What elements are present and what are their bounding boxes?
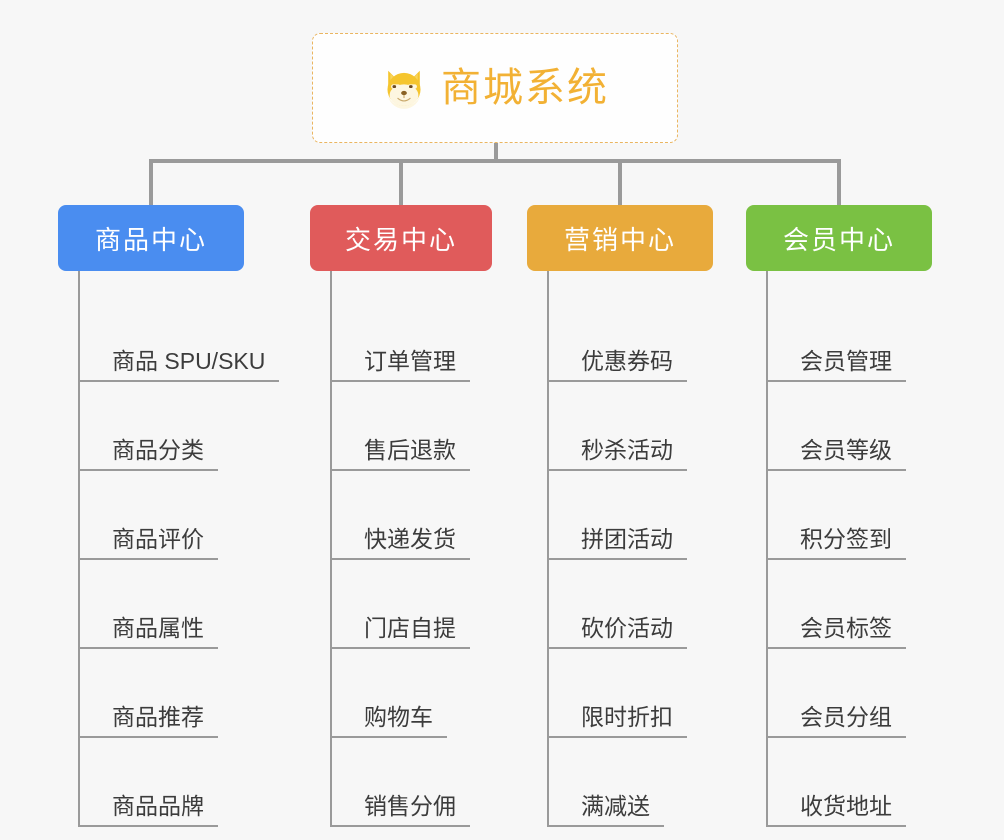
- list-item-label: 商品评价: [112, 525, 204, 552]
- dog-face-icon: [381, 65, 427, 111]
- list-item[interactable]: 商品 SPU/SKU: [80, 293, 280, 382]
- branch-label: 商品中心: [94, 224, 207, 255]
- list-item[interactable]: 快递发货: [332, 471, 492, 560]
- list-item-label: 会员管理: [800, 347, 892, 374]
- list-item[interactable]: 商品评价: [80, 471, 244, 560]
- list-item-label: 商品品牌: [112, 792, 204, 819]
- list-item[interactable]: 限时折扣: [549, 649, 713, 738]
- branch-header-product-center[interactable]: 商品中心: [58, 205, 244, 271]
- list-item-label: 门店自提: [364, 614, 456, 641]
- list-item-label: 商品推荐: [112, 703, 204, 730]
- branch-trade-center: 交易中心 订单管理 售后退款 快递发货 门店自提 购物车 销售分佣: [310, 205, 492, 827]
- list-item[interactable]: 收货地址: [768, 738, 932, 827]
- list-item[interactable]: 商品推荐: [80, 649, 244, 738]
- list-item-label: 订单管理: [364, 347, 456, 374]
- list-item-label: 砍价活动: [581, 614, 673, 641]
- branch-body: 订单管理 售后退款 快递发货 门店自提 购物车 销售分佣: [330, 271, 492, 827]
- branch-body: 会员管理 会员等级 积分签到 会员标签 会员分组 收货地址: [766, 271, 932, 827]
- list-item[interactable]: 商品品牌: [80, 738, 244, 827]
- list-item[interactable]: 砍价活动: [549, 560, 713, 649]
- branch-header-trade-center[interactable]: 交易中心: [310, 205, 492, 271]
- list-item[interactable]: 门店自提: [332, 560, 492, 649]
- connector-drop-4: [837, 159, 841, 205]
- list-item[interactable]: 优惠券码: [549, 293, 713, 382]
- list-item-label: 商品分类: [112, 436, 204, 463]
- list-item-label: 会员分组: [800, 703, 892, 730]
- list-item[interactable]: 积分签到: [768, 471, 932, 560]
- list-item-label: 快递发货: [364, 525, 456, 552]
- list-item[interactable]: 会员标签: [768, 560, 932, 649]
- list-item[interactable]: 满减送: [549, 738, 713, 827]
- list-item-label: 秒杀活动: [581, 436, 673, 463]
- list-item-label: 会员标签: [800, 614, 892, 641]
- list-item-label: 优惠券码: [581, 347, 673, 374]
- branch-body: 商品 SPU/SKU 商品分类 商品评价 商品属性 商品推荐 商品品牌: [78, 271, 280, 827]
- list-item-label: 商品属性: [112, 614, 204, 641]
- list-item[interactable]: 拼团活动: [549, 471, 713, 560]
- branch-body: 优惠券码 秒杀活动 拼团活动 砍价活动 限时折扣 满减送: [547, 271, 713, 827]
- branch-label: 营销中心: [563, 224, 676, 255]
- connector-drop-2: [399, 159, 403, 205]
- connector-drop-3: [618, 159, 622, 205]
- connector-drop-1: [149, 159, 153, 205]
- list-item[interactable]: 会员分组: [768, 649, 932, 738]
- root-node[interactable]: 商城系统: [312, 33, 678, 143]
- list-item[interactable]: 订单管理: [332, 293, 492, 382]
- branch-label: 交易中心: [344, 224, 457, 255]
- branch-member-center: 会员中心 会员管理 会员等级 积分签到 会员标签 会员分组 收货地址: [746, 205, 932, 827]
- list-item[interactable]: 售后退款: [332, 382, 492, 471]
- connector-bar: [149, 159, 840, 163]
- list-item-label: 拼团活动: [581, 525, 673, 552]
- list-item-label: 积分签到: [800, 525, 892, 552]
- list-item-label: 售后退款: [364, 436, 456, 463]
- list-item-label: 销售分佣: [364, 792, 456, 819]
- list-item[interactable]: 秒杀活动: [549, 382, 713, 471]
- list-item-label: 满减送: [581, 792, 650, 819]
- list-item-label: 商品 SPU/SKU: [112, 347, 266, 374]
- branch-marketing-center: 营销中心 优惠券码 秒杀活动 拼团活动 砍价活动 限时折扣 满减送: [527, 205, 713, 827]
- list-item[interactable]: 商品分类: [80, 382, 244, 471]
- list-item[interactable]: 会员管理: [768, 293, 932, 382]
- list-item[interactable]: 商品属性: [80, 560, 244, 649]
- connector-stem: [494, 143, 498, 162]
- list-item[interactable]: 会员等级: [768, 382, 932, 471]
- root-title: 商城系统: [441, 66, 609, 110]
- list-item[interactable]: 购物车: [332, 649, 492, 738]
- list-item[interactable]: 销售分佣: [332, 738, 492, 827]
- list-item-label: 会员等级: [800, 436, 892, 463]
- list-item-label: 限时折扣: [581, 703, 673, 730]
- list-item-label: 购物车: [364, 703, 433, 730]
- branch-label: 会员中心: [782, 224, 895, 255]
- list-item-label: 收货地址: [800, 792, 892, 819]
- branch-product-center: 商品中心 商品 SPU/SKU 商品分类 商品评价 商品属性 商品推荐 商品品牌: [58, 205, 280, 827]
- branch-header-member-center[interactable]: 会员中心: [746, 205, 932, 271]
- branch-header-marketing-center[interactable]: 营销中心: [527, 205, 713, 271]
